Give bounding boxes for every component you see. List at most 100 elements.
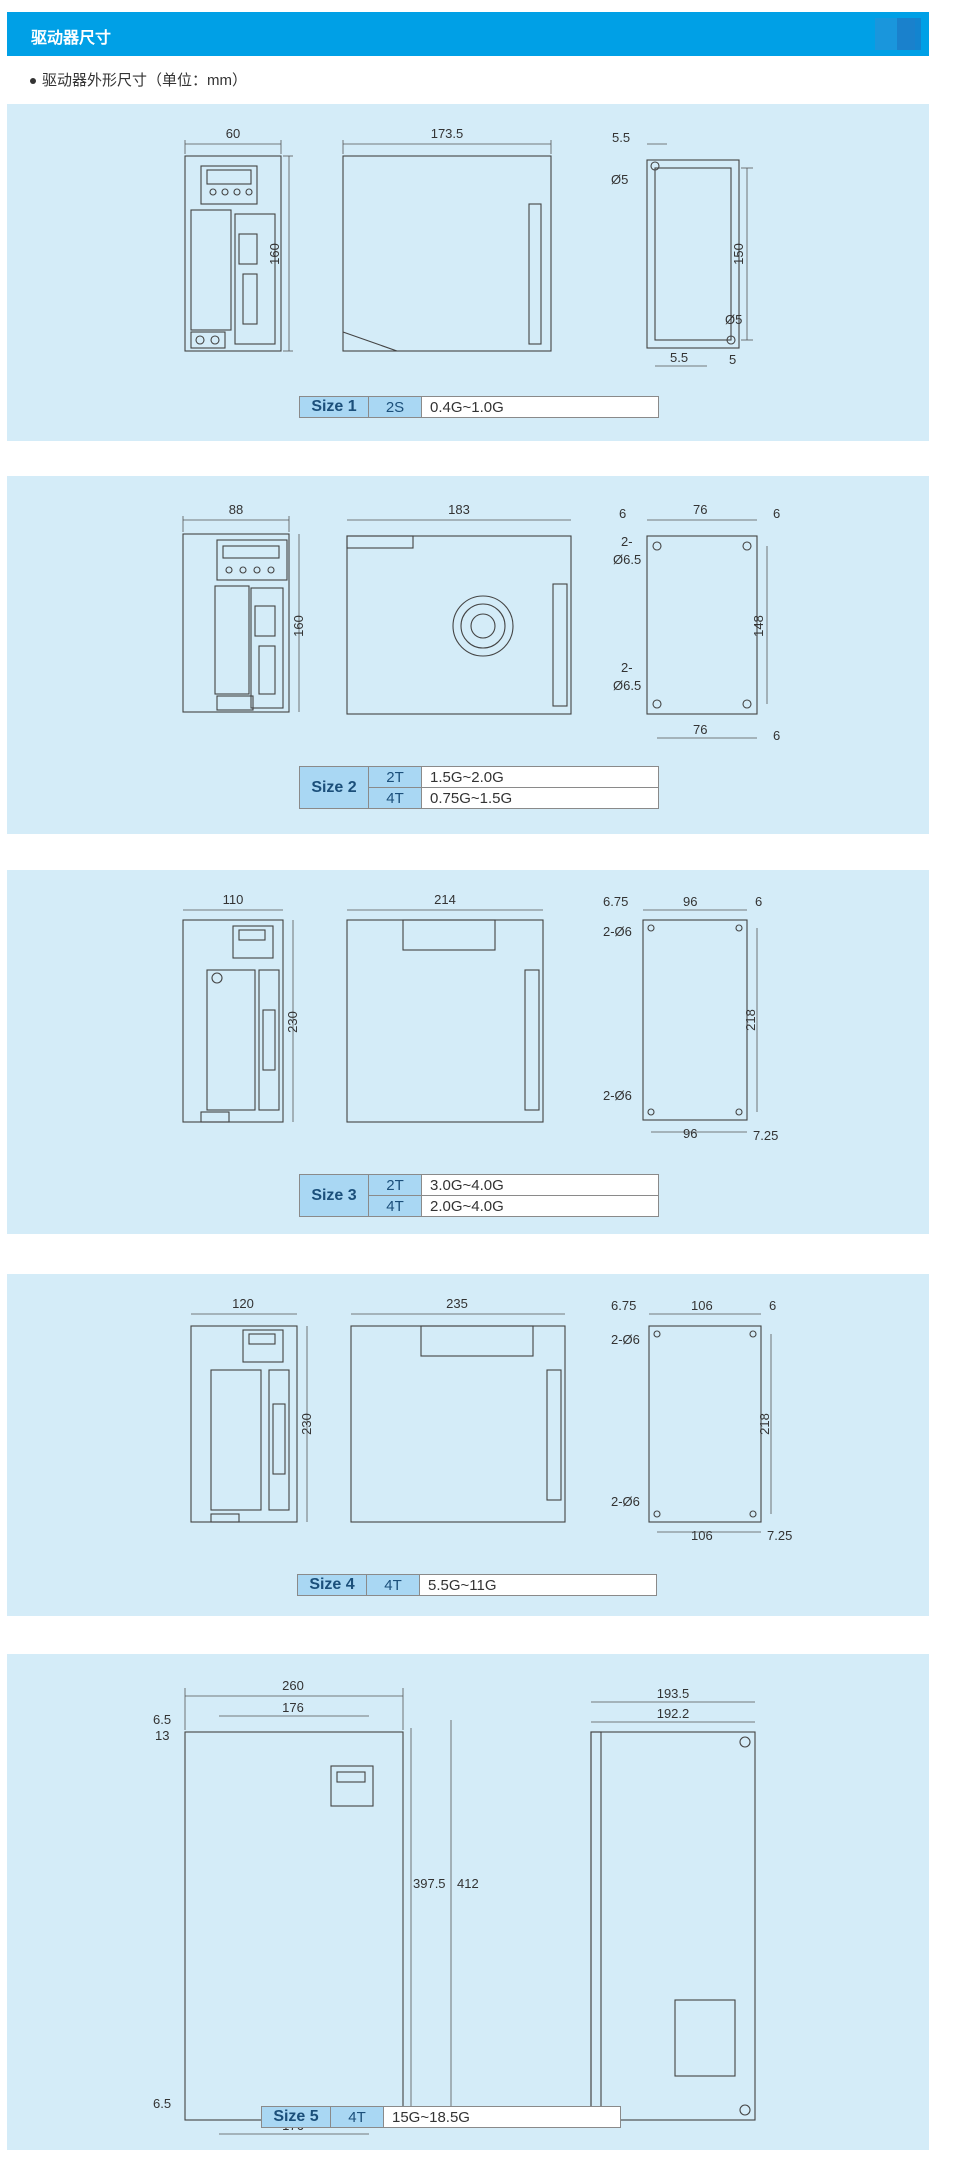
dim-hole: 2-Ø6: [611, 1332, 640, 1347]
dim-hole: Ø6.5: [613, 552, 641, 567]
dim-width: 120: [232, 1296, 254, 1311]
size4-front-view: 120 230: [190, 1296, 314, 1523]
dim-depth: 173.5: [431, 126, 464, 141]
subtitle-text: 驱动器外形尺寸（单位：mm）: [42, 72, 247, 89]
dim-mount-w: 176: [282, 1700, 304, 1715]
dim-mount-h: 218: [757, 1413, 772, 1435]
size3-front-view: 110 230: [182, 892, 300, 1123]
dim-mount-h: 148: [751, 615, 766, 637]
voltage: 4T: [366, 1574, 420, 1596]
dim-offset: 6: [769, 1298, 776, 1313]
dim-mount-w: 106: [691, 1528, 713, 1543]
size1-back-view: 5.5 Ø5 Ø5 150 5.5 5: [611, 130, 753, 367]
dim-depth: 235: [446, 1296, 468, 1311]
size2-front-view: 88 160: [182, 502, 306, 713]
dim-offset: 6: [773, 728, 780, 743]
dim-depth: 214: [434, 892, 456, 907]
dim-height: 160: [267, 243, 282, 265]
dim-height: 160: [291, 615, 306, 637]
power-range: 0.75G~1.5G: [421, 787, 659, 809]
size4-side-view: 235: [350, 1296, 566, 1523]
subtitle: 驱动器外形尺寸（单位：mm）: [30, 69, 247, 90]
header-decoration: [897, 18, 921, 50]
dim-width: 260: [282, 1678, 304, 1693]
size4-panel: 120 230 235 6.75 106 6 2-Ø6 2-Ø6 218 106…: [7, 1274, 929, 1616]
size1-side-view: 173.5: [342, 126, 552, 352]
size3-drawing: 110 230 214 6.75 96 6 2-Ø6 2-Ø6 218 96 7…: [182, 892, 778, 1143]
dim-width: 88: [229, 502, 243, 517]
voltage: 2T: [368, 766, 422, 788]
dim-mount-h: 218: [743, 1009, 758, 1031]
size3-back-view: 6.75 96 6 2-Ø6 2-Ø6 218 96 7.25: [603, 894, 778, 1143]
bullet-icon: [30, 78, 36, 85]
power-range: 5.5G~11G: [419, 1574, 657, 1596]
dim-width: 60: [226, 126, 240, 141]
voltage: 2S: [368, 396, 422, 418]
dim-height: 230: [299, 1413, 314, 1435]
size2-back-view: 6 76 6 2- Ø6.5 2- Ø6.5 148 76 6: [613, 502, 780, 743]
dim-offset: 6.5: [153, 1712, 171, 1727]
dim-offset: 5.5: [670, 350, 688, 365]
dim-mount-w: 96: [683, 1126, 697, 1141]
dim-offset: 7.25: [753, 1128, 778, 1143]
dim-mount-h: 150: [731, 243, 746, 265]
dim-hole: Ø6.5: [613, 678, 641, 693]
power-range: 1.5G~2.0G: [421, 766, 659, 788]
section-title: 驱动器尺寸: [31, 30, 112, 47]
size2-side-view: 183: [346, 502, 572, 715]
dim-offset: 6: [773, 506, 780, 521]
section-header: 驱动器尺寸: [7, 12, 929, 56]
dim-offset: 6.75: [603, 894, 628, 909]
dim-offset: 6: [619, 506, 626, 521]
size2-panel: 88 160 183 6 76 6 2- Ø6.5 2- Ø6.5 148 76…: [7, 476, 929, 834]
dim-offset: 6.5: [153, 2096, 171, 2111]
dim-height: 230: [285, 1011, 300, 1033]
dim-mount-w: 106: [691, 1298, 713, 1313]
dim-offset: 5.5: [612, 130, 630, 145]
voltage: 2T: [368, 1174, 422, 1196]
dim-depth: 183: [448, 502, 470, 517]
size-label: Size 5: [261, 2106, 331, 2128]
dim-hole: Ø5: [725, 312, 742, 327]
power-range: 2.0G~4.0G: [421, 1195, 659, 1217]
size4-back-view: 6.75 106 6 2-Ø6 2-Ø6 218 106 7.25: [611, 1298, 792, 1543]
dim-offset: 13: [155, 1728, 169, 1743]
voltage: 4T: [368, 787, 422, 809]
size5-panel: 260 176 6.5 13 397.5 412 6.5 176 193.5 1…: [7, 1654, 929, 2150]
dim-offset: 7.25: [767, 1528, 792, 1543]
dim-mount-w: 76: [693, 722, 707, 737]
dim-inner-h: 397.5: [413, 1876, 446, 1891]
size2-drawing: 88 160 183 6 76 6 2- Ø6.5 2- Ø6.5 148 76…: [182, 502, 780, 743]
power-range: 3.0G~4.0G: [421, 1174, 659, 1196]
size-label: Size 1: [299, 396, 369, 418]
dim-mount-w: 96: [683, 894, 697, 909]
power-range: 0.4G~1.0G: [421, 396, 659, 418]
size1-front-view: 60 160: [184, 126, 293, 352]
dim-width: 110: [223, 892, 244, 907]
size3-panel: 110 230 214 6.75 96 6 2-Ø6 2-Ø6 218 96 7…: [7, 870, 929, 1234]
size-label: Size 4: [297, 1574, 367, 1596]
power-range: 15G~18.5G: [383, 2106, 621, 2128]
size4-drawing: 120 230 235 6.75 106 6 2-Ø6 2-Ø6 218 106…: [190, 1296, 792, 1543]
dim-hole: 2-: [621, 534, 633, 549]
dim-total-h: 412: [457, 1876, 479, 1891]
voltage: 4T: [330, 2106, 384, 2128]
size1-drawing: 60 160 173.5 5.5 Ø5 Ø5 150 5.5 5: [184, 126, 753, 367]
dim-hole: 2-: [621, 660, 633, 675]
dim-offset: 6: [755, 894, 762, 909]
dim-offset: 5: [729, 352, 736, 367]
dim-offset: 6.75: [611, 1298, 636, 1313]
dim-hole: 2-Ø6: [611, 1494, 640, 1509]
size5-front-view: 260 176 6.5 13 397.5 412 6.5 176: [153, 1678, 479, 2135]
dim-depth: 193.5: [657, 1686, 690, 1701]
size5-drawing: 260 176 6.5 13 397.5 412 6.5 176 193.5 1…: [153, 1678, 756, 2135]
dim-mount-w: 76: [693, 502, 707, 517]
size-label: Size 3: [299, 1174, 369, 1217]
dim-hole: Ø5: [611, 172, 628, 187]
